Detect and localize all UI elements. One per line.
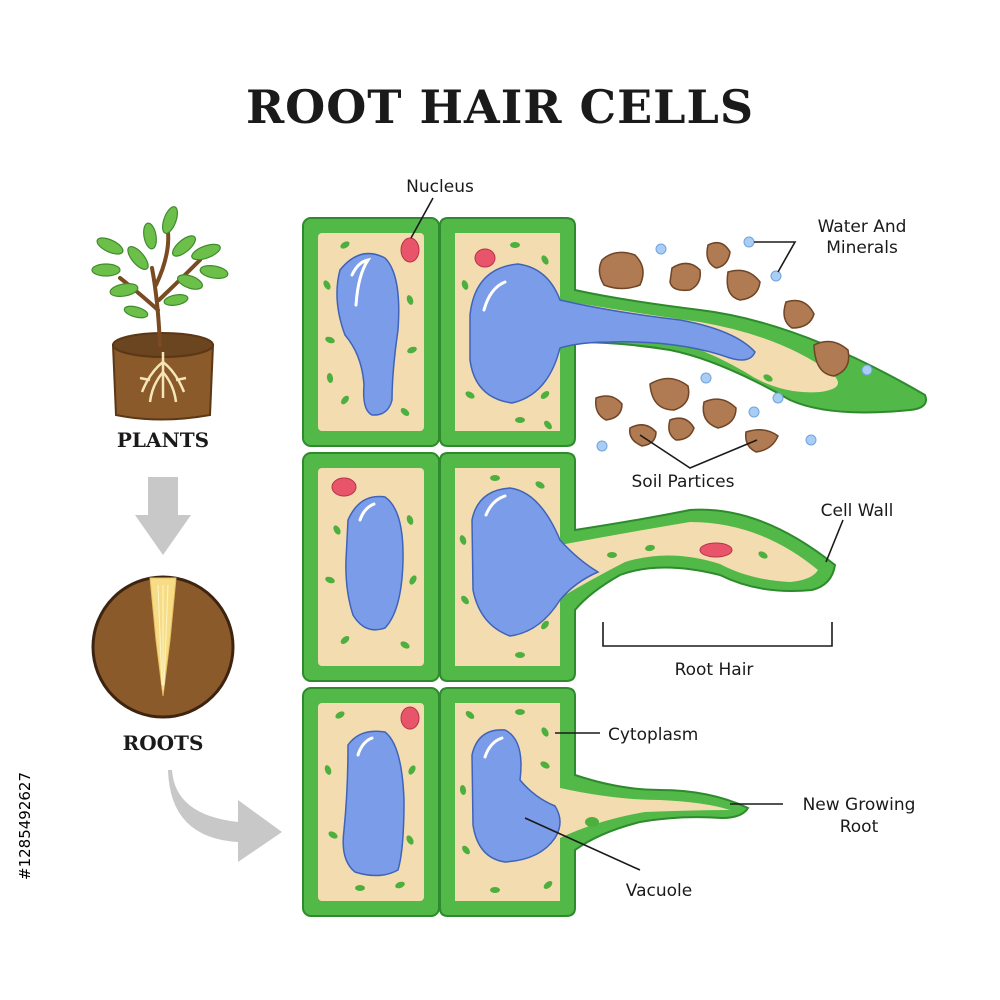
cell-wall-label: Cell Wall [821, 501, 894, 521]
cell-row-3-left [302, 687, 440, 917]
cell-row-1-left [302, 217, 440, 447]
down-arrow-icon [135, 477, 191, 555]
plants-caption: PLANTS [117, 428, 209, 452]
root-hair-label: Root Hair [675, 660, 754, 680]
cell-row-2-left [302, 452, 440, 682]
diagram-title: ROOT HAIR CELLS [246, 80, 754, 134]
curved-arrow-icon [168, 770, 282, 862]
chloroplasts [323, 241, 773, 893]
soil-particles [594, 241, 850, 453]
water-and-minerals-label-line1: Water And [818, 217, 907, 237]
nucleus-label: Nucleus [406, 177, 474, 197]
plant-illustration [91, 206, 229, 421]
cell-row-2-right-root-hair [439, 452, 837, 682]
cell-row-3-right-root-hair [439, 687, 750, 917]
water-droplets [596, 236, 873, 452]
cytoplasm-label: Cytoplasm [608, 725, 698, 745]
soil-particles-label: Soil Partices [632, 472, 735, 492]
roots-caption: ROOTS [123, 731, 204, 755]
new-growing-root-label-line2: Root [840, 817, 879, 837]
new-growing-root-label-line1: New Growing [803, 795, 916, 815]
stock-id-watermark: #1285492627 [16, 772, 34, 880]
root-cross-section [91, 575, 235, 719]
vacuole-label: Vacuole [626, 881, 692, 901]
leader-lines [410, 197, 844, 871]
water-and-minerals-label-line2: Minerals [826, 238, 898, 258]
cell-row-1-right-root-hair [439, 217, 927, 447]
